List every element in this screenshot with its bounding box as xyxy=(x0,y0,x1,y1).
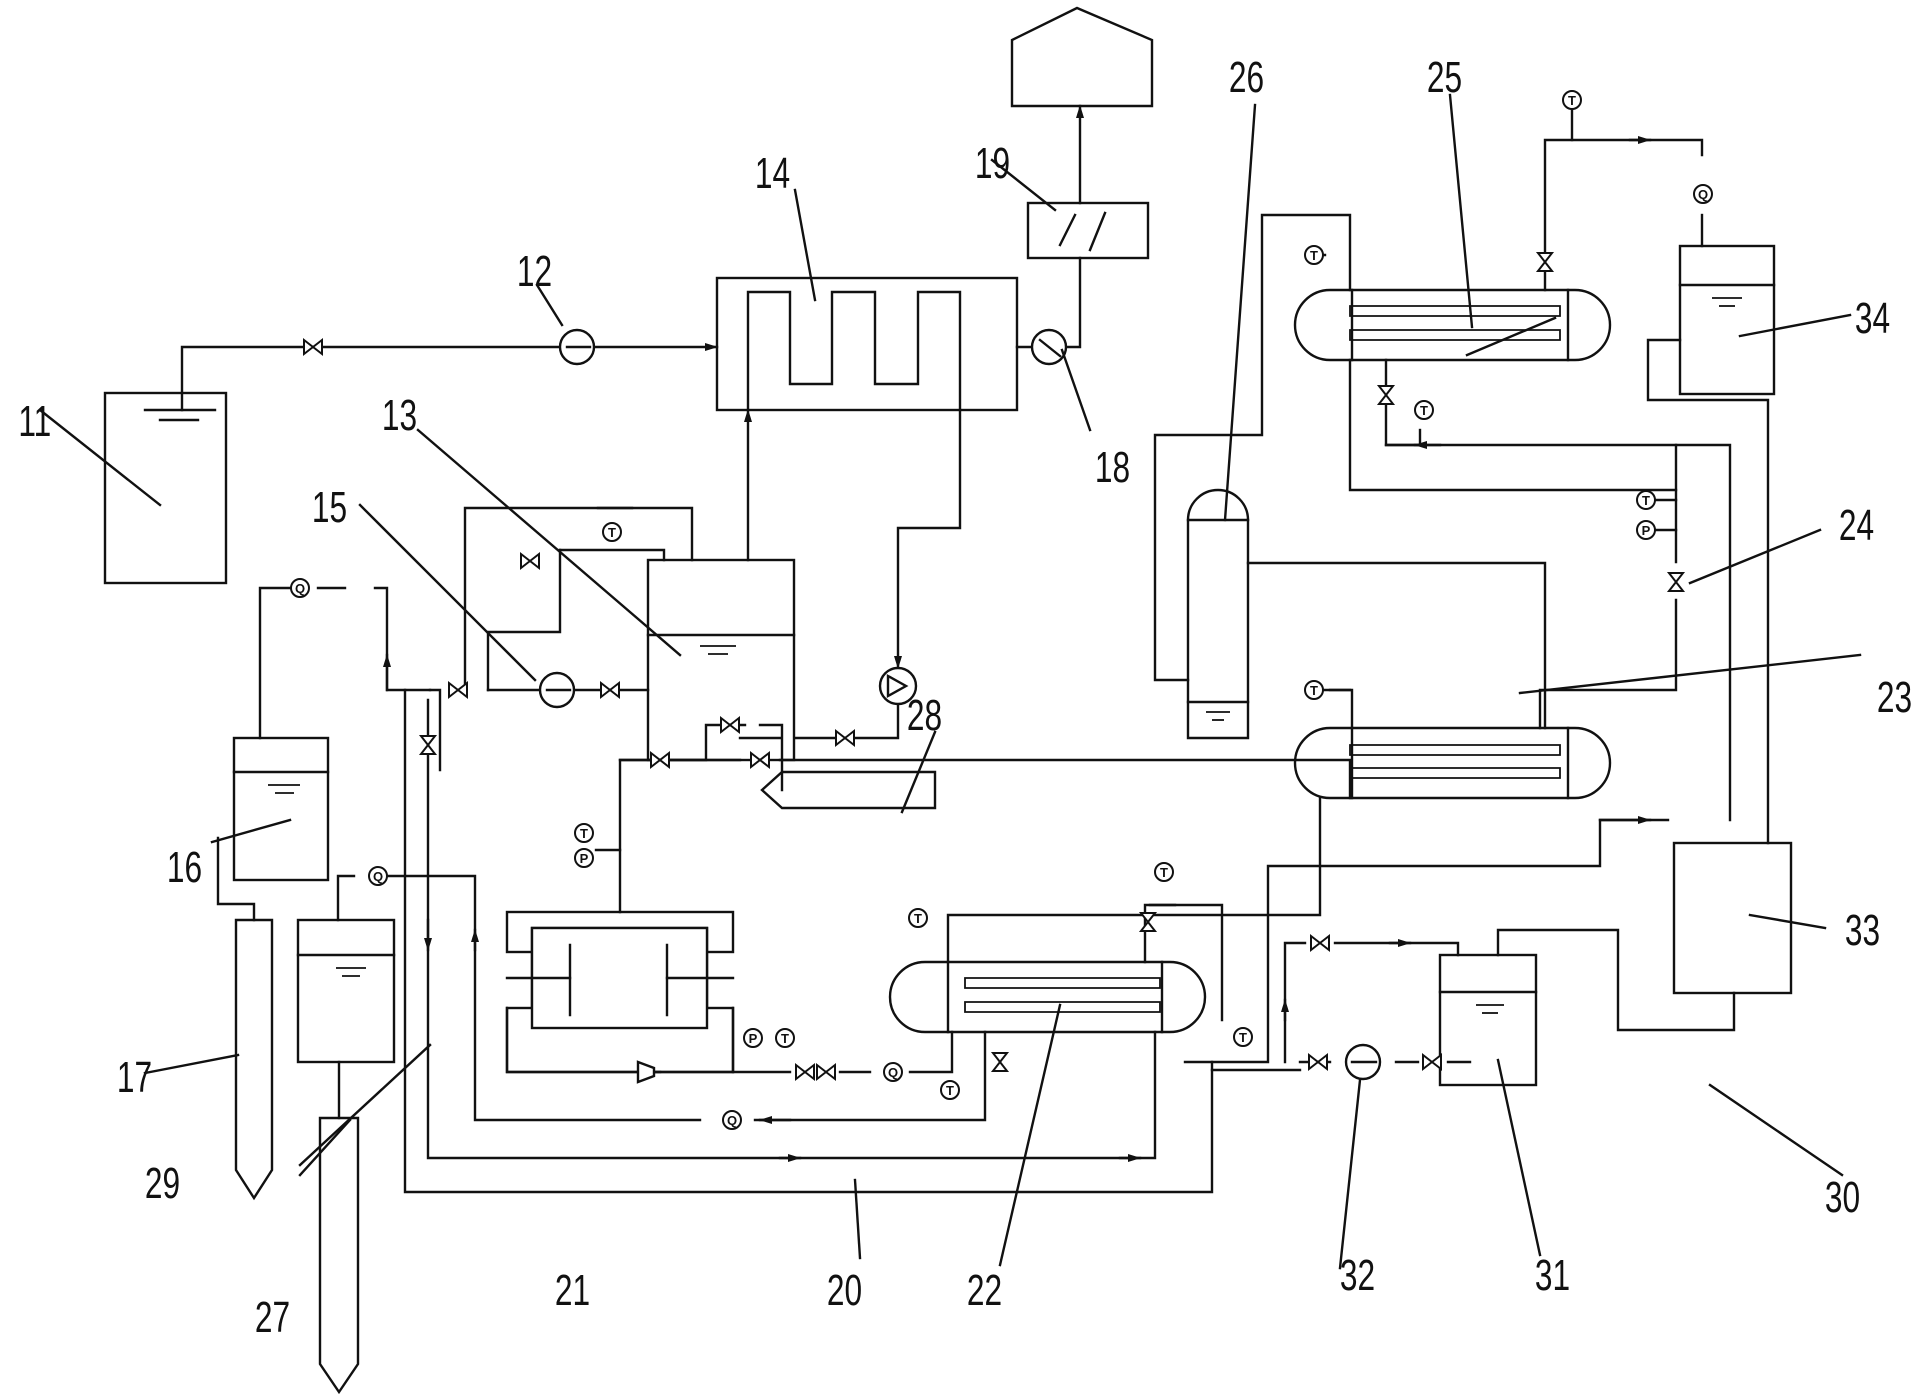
label-18: 18 xyxy=(1095,443,1130,492)
label-30: 30 xyxy=(1825,1173,1860,1222)
heat-exchanger-22 xyxy=(888,960,1207,1034)
label-14: 14 xyxy=(755,149,790,198)
label-23: 23 xyxy=(1877,673,1912,722)
heat-exchanger-23 xyxy=(1293,726,1612,800)
label-21: 21 xyxy=(555,1266,590,1315)
temp-gauge-label: T xyxy=(1160,865,1168,880)
flow-meter-label: Q xyxy=(373,869,383,884)
pressure-gauge-label: P xyxy=(749,1031,758,1046)
temp-gauge-label: T xyxy=(1239,1030,1247,1045)
label-31: 31 xyxy=(1535,1251,1570,1300)
label-12: 12 xyxy=(517,247,552,296)
separator-26 xyxy=(1186,488,1250,740)
column-17 xyxy=(234,918,274,1201)
tank-34 xyxy=(1678,244,1776,396)
vessel-28 xyxy=(760,770,937,810)
membrane-module-21 xyxy=(505,910,735,1074)
callout-labels: 11 12 13 14 15 16 17 18 19 20 21 22 23 2… xyxy=(18,53,1912,1342)
pumps xyxy=(538,328,1382,1081)
feed-tank-11 xyxy=(103,391,228,585)
label-34: 34 xyxy=(1855,294,1890,343)
label-33: 33 xyxy=(1845,906,1880,955)
label-29: 29 xyxy=(145,1159,180,1208)
label-13: 13 xyxy=(382,391,417,440)
heat-exchanger-25 xyxy=(1293,288,1612,362)
label-22: 22 xyxy=(967,1266,1002,1315)
serpentine-heater-14 xyxy=(715,276,1019,412)
tank-16 xyxy=(232,736,330,882)
tank-29 xyxy=(296,918,396,1064)
temp-gauge-label: T xyxy=(1310,248,1318,263)
label-20: 20 xyxy=(827,1266,862,1315)
temp-gauge-label: T xyxy=(946,1083,954,1098)
tank-31 xyxy=(1438,953,1538,1087)
flow-meter-label: Q xyxy=(888,1065,898,1080)
label-32: 32 xyxy=(1340,1251,1375,1300)
label-26: 26 xyxy=(1229,53,1264,102)
column-27 xyxy=(318,1116,360,1395)
temp-gauge-label: T xyxy=(1420,403,1428,418)
piping xyxy=(180,104,1770,1194)
flow-meter-label: Q xyxy=(295,581,305,596)
temp-gauge-label: T xyxy=(1310,683,1318,698)
temp-gauge-label: T xyxy=(781,1031,789,1046)
label-25: 25 xyxy=(1427,53,1462,102)
pressure-gauges: P P P xyxy=(574,520,1656,1048)
temp-gauge-label: T xyxy=(608,525,616,540)
flow-meter-label: Q xyxy=(1698,187,1708,202)
temp-gauge-label: T xyxy=(1568,93,1576,108)
check-valve xyxy=(636,1060,656,1084)
temp-gauge-label: T xyxy=(580,826,588,841)
label-17: 17 xyxy=(117,1053,152,1102)
temperature-gauges: T T T T T T T T T T T T xyxy=(574,90,1656,1100)
label-16: 16 xyxy=(167,843,202,892)
label-15: 15 xyxy=(312,483,347,532)
label-24: 24 xyxy=(1839,501,1874,550)
flow-meters: Q Q Q Q Q xyxy=(290,184,1713,1130)
pressure-gauge-label: P xyxy=(1642,523,1651,538)
flow-meter-label: Q xyxy=(727,1113,737,1128)
label-11: 11 xyxy=(18,397,51,446)
label-27: 27 xyxy=(255,1293,290,1342)
leader-lines xyxy=(38,93,1862,1270)
pressure-gauge-label: P xyxy=(580,851,589,866)
temp-gauge-label: T xyxy=(1642,493,1650,508)
temp-gauge-label: T xyxy=(914,911,922,926)
filter-19 xyxy=(1010,6,1154,260)
label-19: 19 xyxy=(975,139,1010,188)
label-28: 28 xyxy=(907,691,942,740)
